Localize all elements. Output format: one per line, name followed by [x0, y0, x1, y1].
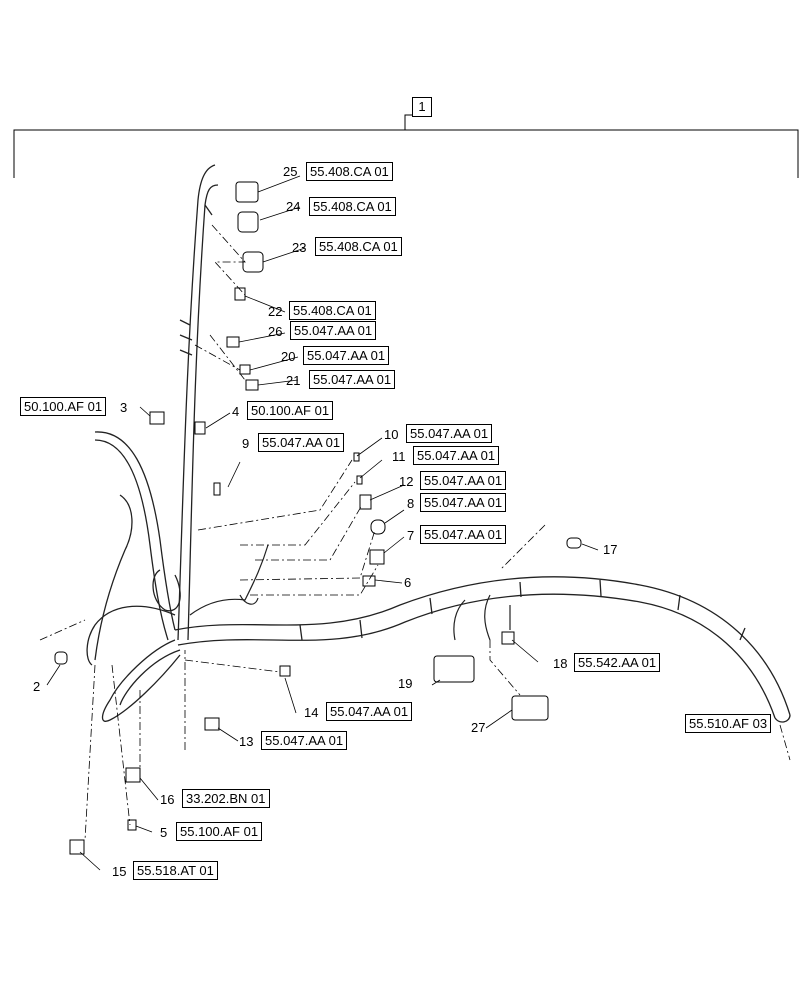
callout-harness-end-ref[interactable]: 55.510.AF 03 — [685, 714, 772, 733]
callout-9-number: 9 — [242, 436, 250, 451]
dash-dot-lines — [39, 224, 791, 841]
callout-7-number: 7 — [407, 528, 415, 543]
callout-3-number: 3 — [120, 400, 128, 415]
callout-5-number: 5 — [160, 825, 168, 840]
callout-10-ref[interactable]: 55.047.AA 01 — [406, 424, 493, 443]
callout-13-ref[interactable]: 55.047.AA 01 — [261, 731, 348, 750]
callout-12-number: 12 — [399, 474, 414, 489]
callout-9-ref[interactable]: 55.047.AA 01 — [258, 433, 345, 452]
callout-23-ref[interactable]: 55.408.CA 01 — [315, 237, 402, 256]
callout-18-ref[interactable]: 55.542.AA 01 — [574, 653, 661, 672]
callout-15-ref[interactable]: 55.518.AT 01 — [133, 861, 218, 880]
harness-main-run — [174, 576, 791, 723]
callout-17-number: 17 — [603, 542, 618, 557]
callout-18-number: 18 — [553, 656, 568, 671]
callout-8-number: 8 — [407, 496, 415, 511]
leader-lines — [46, 175, 599, 871]
callout-26-number: 26 — [268, 324, 283, 339]
assembly-bracket — [13, 114, 799, 178]
callout-23-number: 23 — [292, 240, 307, 255]
callout-11-number: 11 — [392, 449, 406, 464]
callout-20-number: 20 — [281, 349, 296, 364]
callout-22-ref[interactable]: 55.408.CA 01 — [289, 301, 376, 320]
callout-6-number: 6 — [404, 575, 412, 590]
callout-24-ref[interactable]: 55.408.CA 01 — [309, 197, 396, 216]
callout-7-ref[interactable]: 55.047.AA 01 — [420, 525, 507, 544]
callout-25-number: 25 — [283, 164, 298, 179]
callout-4-number: 4 — [232, 404, 240, 419]
callout-20-ref[interactable]: 55.047.AA 01 — [303, 346, 390, 365]
callout-16-number: 16 — [160, 792, 175, 807]
callout-8-ref[interactable]: 55.047.AA 01 — [420, 493, 507, 512]
callout-19-number: 19 — [398, 676, 413, 691]
callout-24-number: 24 — [286, 199, 301, 214]
connector-shapes — [54, 181, 582, 855]
callout-14-ref[interactable]: 55.047.AA 01 — [326, 702, 413, 721]
harness-trunk — [177, 164, 219, 641]
callout-10-number: 10 — [384, 427, 399, 442]
callout-3-ref[interactable]: 50.100.AF 01 — [20, 397, 107, 416]
callout-27-number: 27 — [471, 720, 486, 735]
harness-left-branch — [86, 431, 181, 722]
callout-2-number: 2 — [33, 679, 41, 694]
callout-21-number: 21 — [286, 373, 301, 388]
callout-26-ref[interactable]: 55.047.AA 01 — [290, 321, 377, 340]
callout-25-ref[interactable]: 55.408.CA 01 — [306, 162, 393, 181]
callout-21-ref[interactable]: 55.047.AA 01 — [309, 370, 396, 389]
callout-14-number: 14 — [304, 705, 319, 720]
callout-15-number: 15 — [112, 864, 127, 879]
callout-5-ref[interactable]: 55.100.AF 01 — [176, 822, 263, 841]
callout-16-ref[interactable]: 33.202.BN 01 — [182, 789, 270, 808]
harness-small-branches — [189, 544, 511, 641]
callout-11-ref[interactable]: 55.047.AA 01 — [413, 446, 500, 465]
callout-22-number: 22 — [268, 304, 283, 319]
assembly-item-box: 1 — [412, 97, 432, 117]
callout-12-ref[interactable]: 55.047.AA 01 — [420, 471, 507, 490]
callout-4-ref[interactable]: 50.100.AF 01 — [247, 401, 334, 420]
callout-13-number: 13 — [239, 734, 254, 749]
